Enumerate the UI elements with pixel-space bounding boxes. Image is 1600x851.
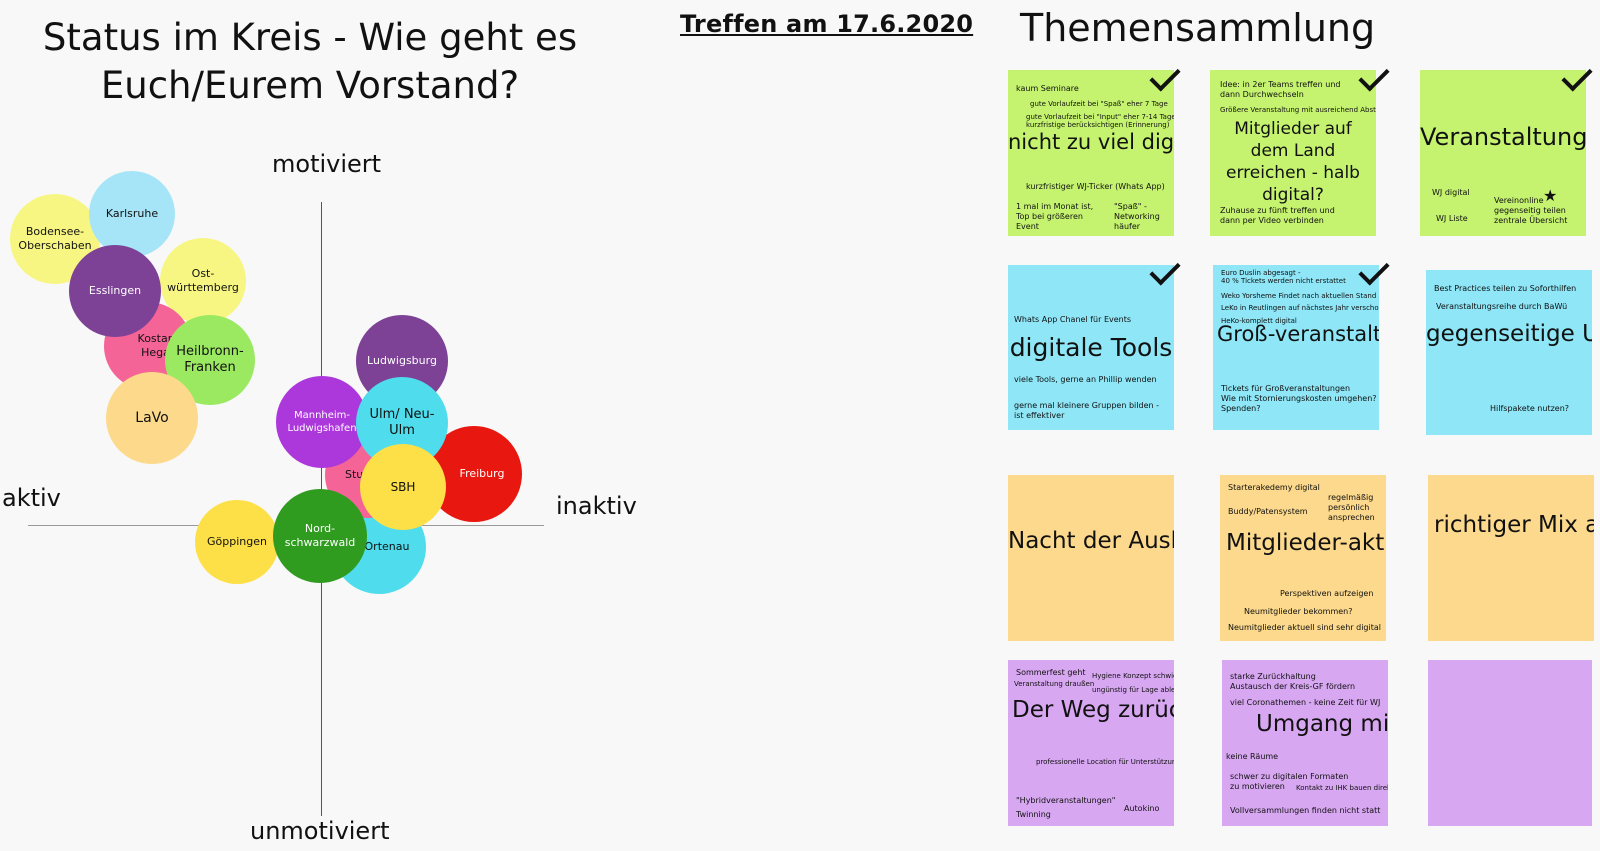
- sticky-umgang-mit-ihk[interactable]: starke Zurückhaltung Austausch der Kreis…: [1222, 660, 1388, 826]
- axis-label-motiviert: motiviert: [272, 150, 382, 178]
- sticky-nacht-der-ausbildung[interactable]: Nacht der Ausbildung: [1008, 475, 1174, 641]
- sticky-title: digitale Tools: [1009, 333, 1173, 362]
- sticky-gegenseitige-unterstuetzung[interactable]: Best Practices teilen zu Soforthilfen Ve…: [1426, 270, 1592, 435]
- topic-collection-heading: Themensammlung: [1020, 6, 1376, 50]
- sticky-title: nicht zu viel digitale Formate: [1008, 130, 1174, 154]
- sticky-der-weg-zurueck[interactable]: Sommerfest geht Hygiene Konzept schwieri…: [1008, 660, 1174, 826]
- left-board-title: Status im Kreis - Wie geht es Euch/Eurem…: [42, 16, 578, 107]
- bubble-nordschwarzwald[interactable]: Nord-schwarzwald: [273, 489, 367, 583]
- sticky-title: Veranstaltung teilen: [1420, 123, 1586, 151]
- sticky-title: Groß-veranstaltungen: [1217, 322, 1379, 346]
- sticky-veranstaltung-teilen[interactable]: Veranstaltung teilen WJ digital WJ Liste…: [1420, 70, 1586, 236]
- sticky-grossveranstaltungen[interactable]: Euro Duslin abgesagt - 40 % Tickets werd…: [1213, 265, 1379, 430]
- bubble-sbh[interactable]: SBH: [360, 444, 446, 530]
- sticky-title: Der Weg zurück zu physisch: [1012, 697, 1174, 723]
- bubble-karlsruhe[interactable]: Karlsruhe: [89, 171, 175, 257]
- sticky-title: Nacht der Ausbildung: [1008, 528, 1174, 554]
- bubble-lavo[interactable]: LaVo: [106, 372, 198, 464]
- sticky-richtiger-mix[interactable]: richtiger Mix aus Spaß und Lernen?: [1428, 475, 1594, 641]
- sticky-title: Mitglieder-aktivierung: [1226, 530, 1386, 556]
- axis-label-unmotiviert: unmotiviert: [250, 817, 390, 845]
- bubble-mannheim-ludwigshafen[interactable]: Mannheim-Ludwigshafen: [276, 376, 368, 468]
- star-icon: ★: [1543, 186, 1558, 205]
- sticky-title: Umgang mit IHK: [1256, 711, 1388, 737]
- sticky-title: Mitglieder auf dem Land erreichen - halb…: [1226, 119, 1360, 205]
- sticky-mitgliederaktivierung[interactable]: Starterakedemy digital Buddy/Patensystem…: [1220, 475, 1386, 641]
- sticky-empty[interactable]: [1428, 660, 1592, 826]
- axis-label-inaktiv: inaktiv: [556, 492, 637, 520]
- bubble-ost-wuerttemberg[interactable]: Ost-württemberg: [160, 238, 246, 324]
- sticky-title: gegenseitige Unterstützung: [1426, 321, 1592, 347]
- meeting-date-heading: Treffen am 17.6.2020: [680, 10, 974, 38]
- sticky-mitglieder-land[interactable]: Idee: in 2er Teams treffen und dann Durc…: [1210, 70, 1376, 236]
- bubble-goeppingen[interactable]: Göppingen: [195, 500, 279, 584]
- bubble-esslingen[interactable]: Esslingen: [69, 245, 161, 337]
- sticky-digitale-tools[interactable]: Whats App Chanel für Events digitale Too…: [1008, 265, 1174, 430]
- axis-label-aktiv: aktiv: [2, 484, 61, 512]
- sticky-title: richtiger Mix aus Spaß und Lernen?: [1434, 512, 1594, 538]
- bubble-bodensee-oberschaben[interactable]: Bodensee-Oberschaben: [10, 194, 100, 284]
- sticky-digitale-formate[interactable]: kaum Seminare gute Vorlaufzeit bei "Spaß…: [1008, 70, 1174, 236]
